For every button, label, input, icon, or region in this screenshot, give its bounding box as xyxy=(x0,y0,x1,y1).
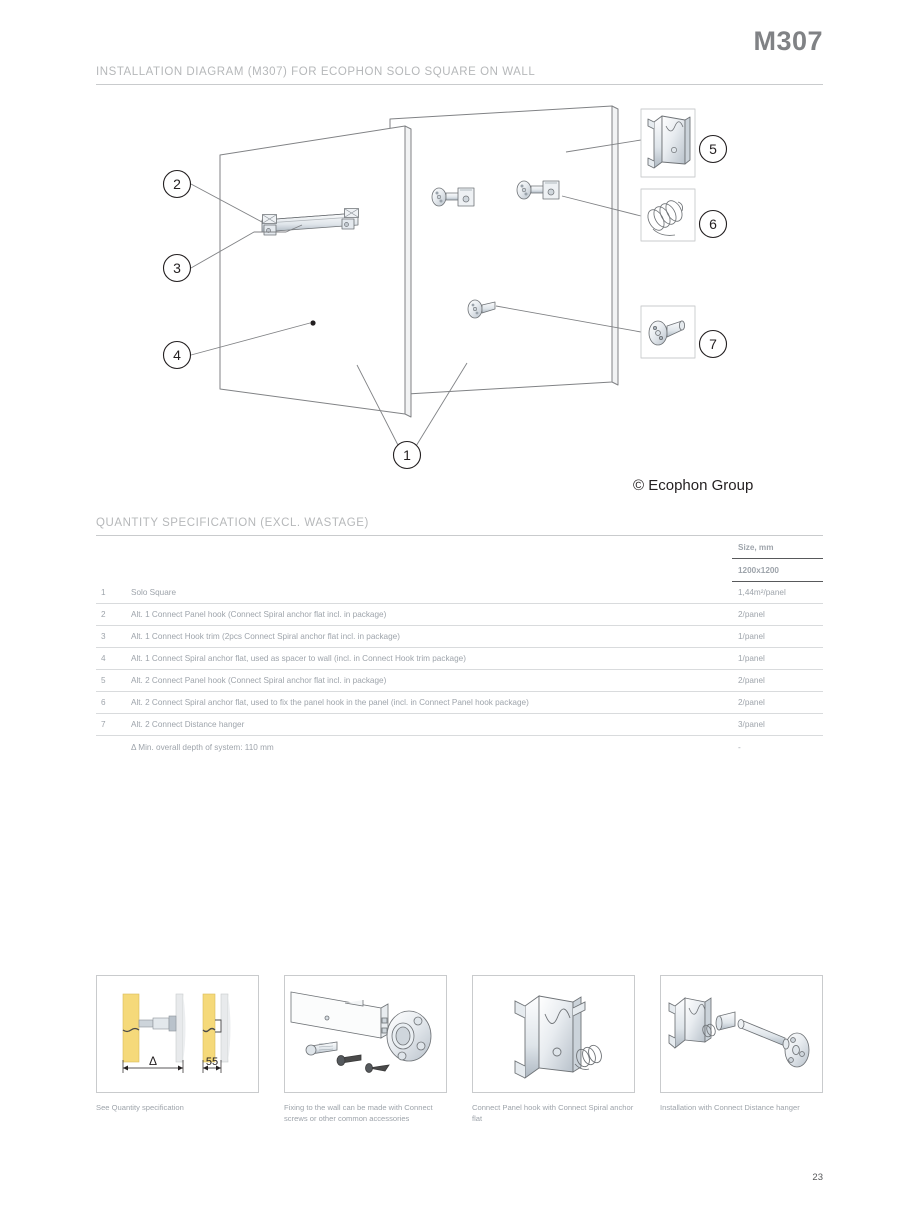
table-row: 2 Alt. 1 Connect Panel hook (Connect Spi… xyxy=(96,603,823,626)
row-size: 3/panel xyxy=(732,713,823,736)
table-row: 6 Alt. 2 Connect Spiral anchor flat, use… xyxy=(96,691,823,714)
table-row: 1 Solo Square 1,44m²/panel xyxy=(96,581,823,604)
rear-panel xyxy=(389,105,619,396)
dimension-delta: Δ xyxy=(149,1054,157,1068)
callout-label-6: 6 xyxy=(709,216,717,232)
row-number: 6 xyxy=(96,691,131,714)
page-title: INSTALLATION DIAGRAM (M307) FOR ECOPHON … xyxy=(96,66,536,78)
row-number: 4 xyxy=(96,647,131,670)
row-description: Alt. 1 Connect Spiral anchor flat, used … xyxy=(131,647,732,670)
thumbnail-caption: Fixing to the wall can be made with Conn… xyxy=(284,1103,433,1123)
row-size: 1/panel xyxy=(732,625,823,648)
callout-4: 4 xyxy=(162,340,192,370)
table-note-row: Δ Min. overall depth of system: 110 mm - xyxy=(96,735,823,760)
installation-diagram: 2 3 4 1 5 xyxy=(96,92,823,482)
callout-3: 3 xyxy=(162,253,192,283)
dimension-55: 55 xyxy=(206,1056,218,1068)
detail-box-7 xyxy=(640,305,696,359)
row-size: 2/panel xyxy=(732,603,823,626)
hook-trim-rail xyxy=(261,208,359,236)
anchor-hook-assembly-left xyxy=(431,187,475,207)
panel-section xyxy=(123,994,139,1062)
row-description: Alt. 2 Connect Spiral anchor flat, used … xyxy=(131,691,732,714)
quantity-spec-thumb: Δ 55 xyxy=(96,975,259,1093)
size-column-header: Size, mm xyxy=(732,536,823,559)
row-number: 3 xyxy=(96,625,131,648)
quantity-spec-divider xyxy=(96,535,823,536)
callout-6: 6 xyxy=(698,209,728,239)
spacer-anchor-point xyxy=(310,320,316,326)
panel-hook-thumb xyxy=(472,975,635,1093)
table-row: 5 Alt. 2 Connect Panel hook (Connect Spi… xyxy=(96,669,823,692)
size-column-value: 1200x1200 xyxy=(732,558,823,582)
callout-circles: 2 3 4 1 5 xyxy=(162,134,728,470)
row-description: Alt. 1 Connect Panel hook (Connect Spira… xyxy=(131,603,732,626)
copyright-notice: © Ecophon Group xyxy=(633,477,754,494)
front-panel xyxy=(219,125,412,418)
callout-label-4: 4 xyxy=(173,347,181,363)
callout-2: 2 xyxy=(162,169,192,199)
quantity-spec-table: Size, mm 1200x1200 1 Solo Square 1,44m²/… xyxy=(96,536,823,760)
table-subheader-row: 1200x1200 xyxy=(96,558,823,582)
wall-fixing-thumb xyxy=(284,975,447,1093)
row-description: Alt. 2 Connect Distance hanger xyxy=(131,713,732,736)
row-number: 5 xyxy=(96,669,131,692)
row-number: 7 xyxy=(96,713,131,736)
table-row: 3 Alt. 1 Connect Hook trim (2pcs Connect… xyxy=(96,625,823,648)
depth-note: Δ Min. overall depth of system: 110 mm xyxy=(131,743,274,752)
callout-label-7: 7 xyxy=(709,336,717,352)
depth-note-size: - xyxy=(738,743,741,752)
wall-section xyxy=(175,993,184,1063)
row-description: Alt. 1 Connect Hook trim (2pcs Connect S… xyxy=(131,625,732,648)
thumbnail-caption: Connect Panel hook with Connect Spiral a… xyxy=(472,1103,634,1123)
callout-1: 1 xyxy=(392,440,422,470)
page-number: 23 xyxy=(812,1172,823,1183)
row-description: Alt. 2 Connect Panel hook (Connect Spira… xyxy=(131,669,732,692)
header-divider xyxy=(96,84,823,85)
distance-hanger-screw xyxy=(467,299,496,319)
detail-box-5 xyxy=(640,108,696,178)
row-size: 2/panel xyxy=(732,691,823,714)
callout-7: 7 xyxy=(698,329,728,359)
document-code: M307 xyxy=(753,26,823,56)
row-size: 2/panel xyxy=(732,669,823,692)
leader-lines xyxy=(190,139,642,452)
row-size: 1,44m²/panel xyxy=(732,581,823,604)
callout-5: 5 xyxy=(698,134,728,164)
detail-box-6 xyxy=(640,188,696,242)
table-row: 4 Alt. 1 Connect Spiral anchor flat, use… xyxy=(96,647,823,670)
callout-label-3: 3 xyxy=(173,260,181,276)
anchor-hook-assembly-right xyxy=(516,180,560,200)
row-description: Solo Square xyxy=(131,581,732,604)
table-row: 7 Alt. 2 Connect Distance hanger 3/panel xyxy=(96,713,823,736)
callout-label-1: 1 xyxy=(403,447,411,463)
row-number: 1 xyxy=(96,581,131,604)
row-size: 1/panel xyxy=(732,647,823,670)
thumbnail-caption: Installation with Connect Distance hange… xyxy=(660,1103,800,1112)
table-header-row: Size, mm xyxy=(96,536,823,559)
thumbnail-caption: See Quantity specification xyxy=(96,1103,184,1112)
distance-hanger-thumb xyxy=(660,975,823,1093)
callout-label-2: 2 xyxy=(173,176,181,192)
row-number: 2 xyxy=(96,603,131,626)
callout-label-5: 5 xyxy=(709,141,717,157)
quantity-spec-heading: QUANTITY SPECIFICATION (EXCL. WASTAGE) xyxy=(96,517,369,529)
